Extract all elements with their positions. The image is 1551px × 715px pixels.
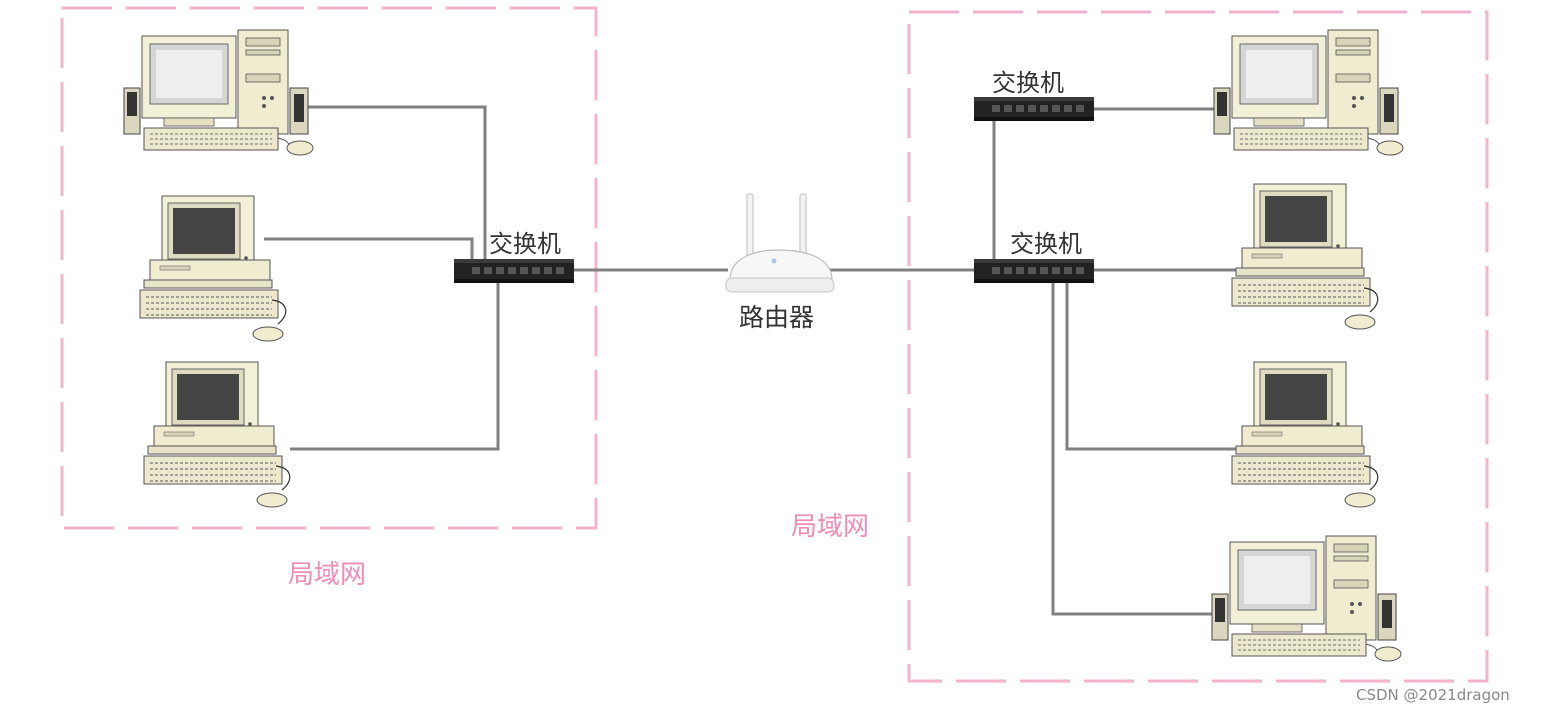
network-switch-icon <box>974 97 1094 121</box>
cable-pc-right-4 <box>1051 280 1216 616</box>
lan-right-boundary <box>907 10 1489 683</box>
network-switch-icon <box>454 259 574 283</box>
vintage-computer-icon <box>1231 361 1379 508</box>
cable-pc-left-2 <box>264 237 474 262</box>
network-switch-icon <box>974 259 1094 283</box>
vintage-computer-icon <box>139 195 287 342</box>
cable-pc-left-3 <box>290 282 500 451</box>
desktop-computer-icon <box>1213 29 1404 156</box>
vintage-computer-icon <box>143 361 291 508</box>
lan-right-label: 局域网 <box>791 512 870 542</box>
desktop-computer-icon <box>1211 535 1402 662</box>
cables <box>264 105 1240 616</box>
watermark: CSDN @2021dragon <box>1356 686 1510 704</box>
lan-left-boundary <box>60 6 598 530</box>
cable-pc-right-3 <box>1065 280 1240 451</box>
switch-left-label: 交换机 <box>489 230 561 258</box>
cable-pc-left-1 <box>296 105 487 262</box>
wifi-router-icon <box>725 193 835 293</box>
switch-right-main-label: 交换机 <box>1010 230 1082 258</box>
lan-left-label: 局域网 <box>288 560 367 590</box>
desktop-computer-icon <box>123 29 314 156</box>
vintage-computer-icon <box>1231 183 1379 330</box>
router-label: 路由器 <box>739 303 815 332</box>
switch-right-top-label: 交换机 <box>992 69 1064 97</box>
